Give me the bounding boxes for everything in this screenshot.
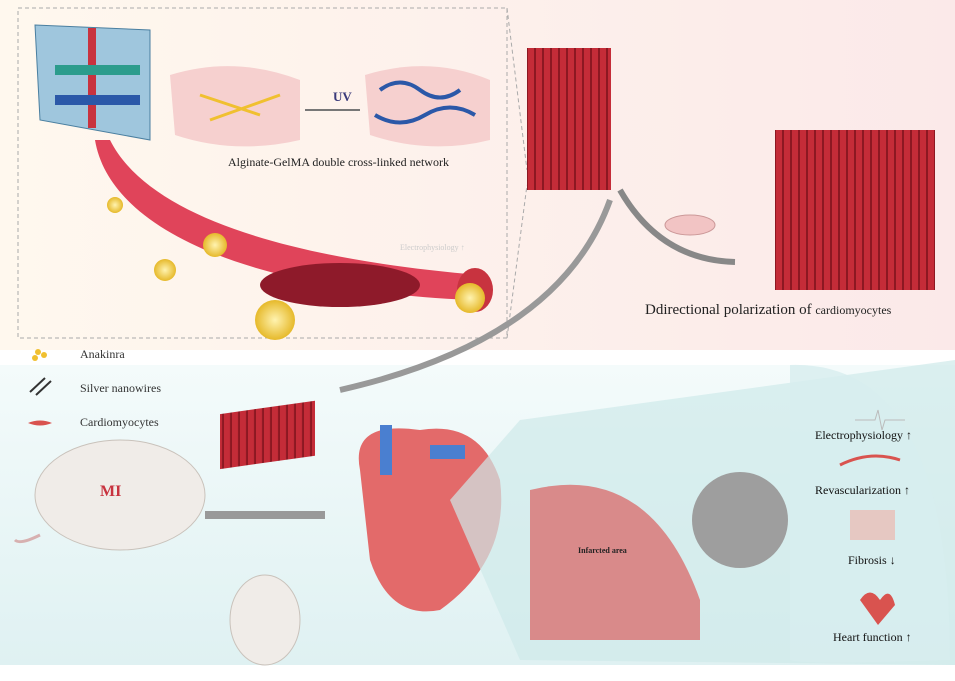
ecg-icon [855,409,905,431]
caption-sub: cardiomyocytes [815,303,892,317]
aligned-fiber-block [527,48,611,190]
nanowire-icon [29,377,52,396]
network-after [365,66,490,147]
vessel-icon [839,454,901,467]
arrow-to-bottom [339,198,613,393]
faint-label: Electrophysiology ↑ [400,243,465,252]
mouse-supine-icon [229,574,301,666]
heart-icon [358,428,502,612]
nanowire-micrograph [692,472,788,568]
infarct-section [530,484,700,640]
mi-label: MI [100,483,122,500]
cardiomyocyte-icon [28,420,52,426]
microfluidic-chip-icon [34,24,151,141]
legend-cardiomyocytes: Cardiomyocytes [80,415,159,429]
outcome-revascularization: Revascularization ↑ [815,483,910,497]
outcome-heart-function: Heart function ↑ [833,630,912,644]
heart-function-icon [860,592,895,625]
network-caption: Alginate-GelMA double cross-linked netwo… [228,155,449,169]
polarized-cardiomyocyte-block [775,130,935,290]
petri-dish-icon [664,214,716,236]
zoom-box [17,7,508,339]
legend-anakinra: Anakinra [80,347,125,361]
outcome-fibrosis: Fibrosis ↓ [848,553,896,567]
outcome-electrophysiology: Electrophysiology ↑ [815,428,912,442]
mouse-icon [34,439,206,551]
hydrogel-fiber [95,140,480,300]
patch-icon [220,400,315,470]
anakinra-particles-icon [32,349,47,361]
legend-silver-nanowires: Silver nanowires [80,381,161,395]
fibrosis-tissue-icon [850,510,895,540]
polarization-caption: Ddirectional polarization of cardiomyocy… [645,302,891,319]
infarct-label: Infarcted area [578,546,627,555]
arrow-to-polarization [617,188,736,265]
uv-label: UV [333,89,352,104]
caption-main: Ddirectional polarization of [645,302,816,318]
